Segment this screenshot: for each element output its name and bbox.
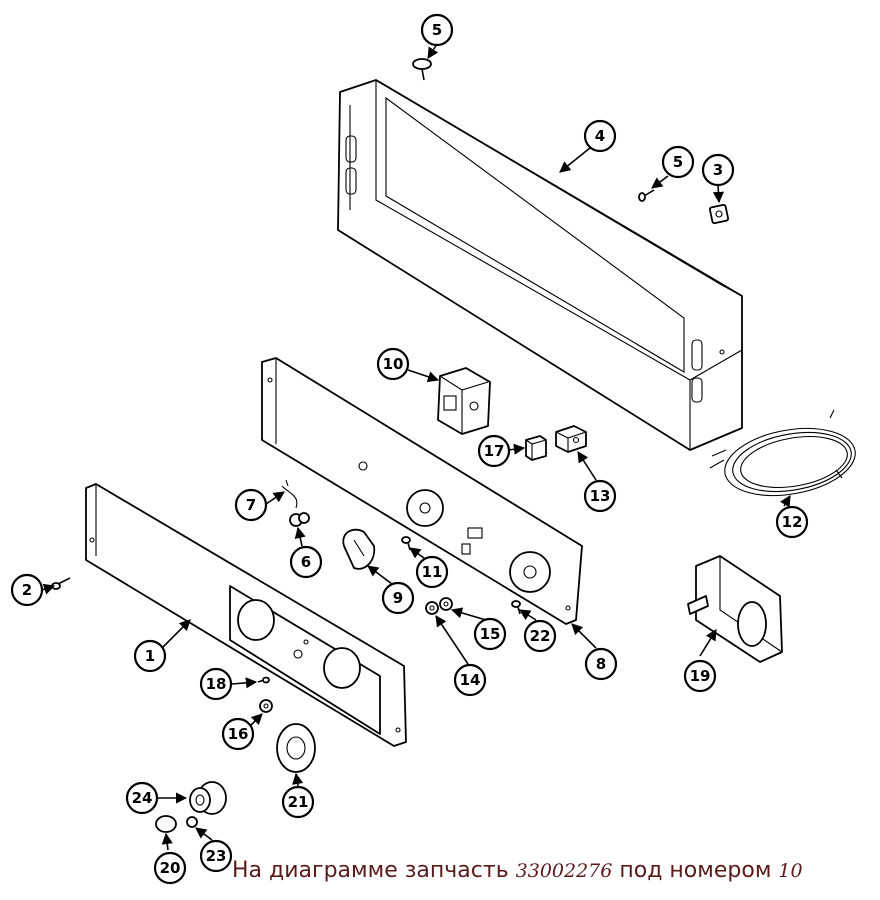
callout-2: 2 bbox=[10, 573, 44, 607]
svg-text:15: 15 bbox=[480, 625, 501, 643]
front-panel-part-1 bbox=[85, 483, 407, 747]
svg-text:10: 10 bbox=[383, 355, 404, 373]
leader-lines bbox=[41, 43, 791, 851]
callout-1: 1 bbox=[133, 639, 167, 673]
wire-harness-part-12 bbox=[709, 409, 856, 497]
svg-text:7: 7 bbox=[246, 496, 256, 514]
spring-part-23 bbox=[186, 816, 198, 828]
svg-text:5: 5 bbox=[673, 153, 683, 171]
caption-prefix: На диаграмме запчасть bbox=[232, 858, 509, 883]
caption-callout-number: 10 bbox=[778, 860, 803, 882]
caption-part-number: 33002276 bbox=[515, 860, 613, 882]
callout-18: 18 bbox=[199, 667, 233, 701]
svg-text:9: 9 bbox=[393, 589, 403, 607]
screw-part-18 bbox=[257, 676, 270, 684]
callout-7: 7 bbox=[234, 488, 268, 522]
timer-part-19 bbox=[687, 555, 783, 663]
callout-21: 21 bbox=[281, 785, 315, 819]
svg-text:16: 16 bbox=[228, 725, 249, 743]
washer-part-15 bbox=[439, 597, 453, 611]
svg-text:19: 19 bbox=[690, 667, 711, 685]
callout-11: 11 bbox=[415, 555, 449, 589]
knob-part-9 bbox=[342, 528, 376, 570]
callout-5-right: 5 bbox=[661, 145, 695, 179]
caption: На диаграмме запчасть 33002276 под номер… bbox=[232, 858, 803, 883]
screw-part-5-top bbox=[412, 58, 432, 81]
callout-9: 9 bbox=[381, 581, 415, 615]
nut-part-16 bbox=[259, 699, 273, 713]
svg-text:6: 6 bbox=[301, 553, 311, 571]
callout-23: 23 bbox=[199, 839, 233, 873]
callout-12: 12 bbox=[775, 505, 809, 539]
nut-part-14 bbox=[425, 601, 439, 615]
cap-part-20 bbox=[155, 815, 177, 833]
svg-text:17: 17 bbox=[484, 442, 505, 460]
svg-text:13: 13 bbox=[590, 487, 611, 505]
clip-part-3 bbox=[708, 203, 730, 225]
svg-text:22: 22 bbox=[530, 627, 551, 645]
callout-15: 15 bbox=[473, 617, 507, 651]
bezel-part-21 bbox=[276, 723, 316, 773]
svg-text:3: 3 bbox=[713, 161, 723, 179]
callout-17: 17 bbox=[477, 434, 511, 468]
callout-16: 16 bbox=[221, 717, 255, 751]
svg-text:14: 14 bbox=[460, 671, 481, 689]
screw-part-2 bbox=[51, 577, 71, 590]
callout-6: 6 bbox=[289, 545, 323, 579]
callout-24: 24 bbox=[125, 781, 159, 815]
callout-19: 19 bbox=[683, 659, 717, 693]
svg-text:20: 20 bbox=[160, 859, 181, 877]
connector-part-13 bbox=[555, 425, 587, 453]
svg-text:1: 1 bbox=[145, 647, 155, 665]
nut-part-6 bbox=[289, 512, 310, 527]
console-housing-part-4 bbox=[337, 79, 743, 451]
control-panel-part-8 bbox=[261, 357, 583, 625]
callout-10: 10 bbox=[376, 347, 410, 381]
callout-20: 20 bbox=[153, 851, 187, 885]
callout-3: 3 bbox=[701, 153, 735, 187]
svg-text:11: 11 bbox=[422, 563, 443, 581]
svg-text:8: 8 bbox=[596, 655, 606, 673]
svg-text:23: 23 bbox=[206, 847, 227, 865]
svg-text:18: 18 bbox=[206, 675, 227, 693]
callout-8: 8 bbox=[584, 647, 618, 681]
connector-part-17 bbox=[525, 435, 547, 461]
svg-text:5: 5 bbox=[432, 21, 442, 39]
svg-text:12: 12 bbox=[782, 513, 803, 531]
knob-part-24 bbox=[189, 781, 227, 815]
callout-5-top: 5 bbox=[420, 13, 454, 47]
screw-part-5-right bbox=[638, 189, 655, 202]
svg-text:24: 24 bbox=[132, 789, 153, 807]
switch-part-10 bbox=[437, 367, 491, 435]
svg-text:4: 4 bbox=[595, 127, 605, 145]
callout-22: 22 bbox=[523, 619, 557, 653]
svg-text:21: 21 bbox=[288, 793, 309, 811]
screw-part-22 bbox=[511, 600, 521, 615]
callout-14: 14 bbox=[453, 663, 487, 697]
callout-4: 4 bbox=[583, 119, 617, 153]
svg-text:2: 2 bbox=[22, 581, 32, 599]
wire-part-7 bbox=[281, 479, 298, 509]
callout-13: 13 bbox=[583, 479, 617, 513]
screw-part-11 bbox=[401, 536, 411, 551]
caption-middle: под номером bbox=[619, 858, 772, 883]
